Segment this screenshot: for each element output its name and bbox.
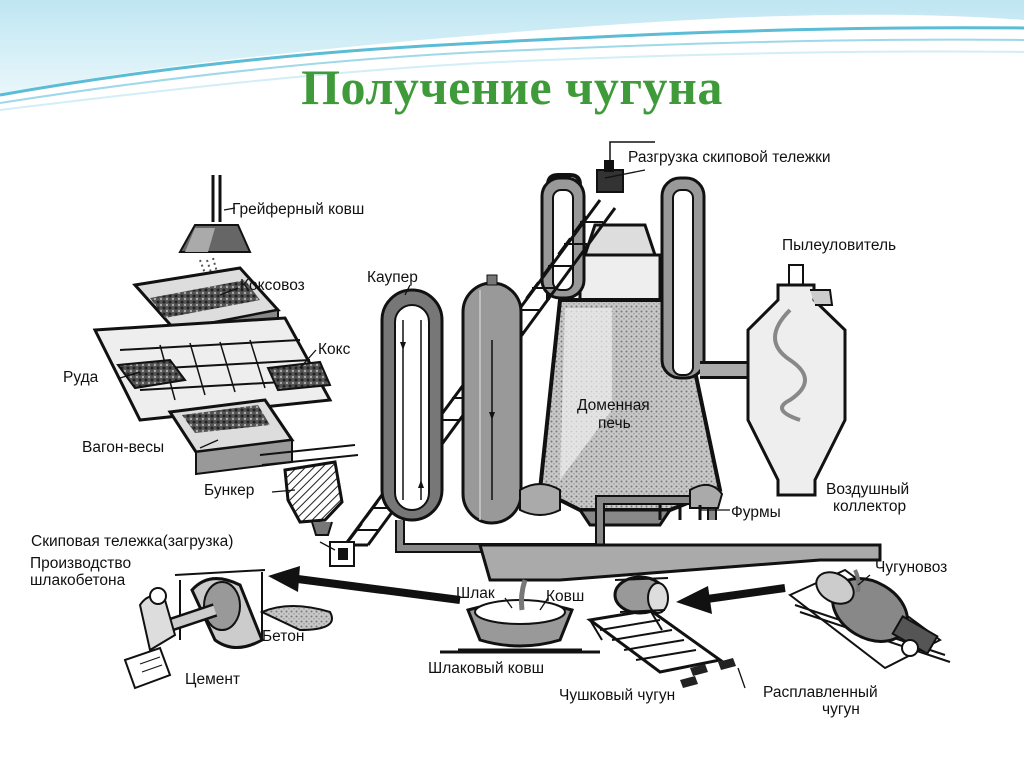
page-title: Получение чугуна <box>301 59 723 115</box>
slag-ladle <box>440 579 600 654</box>
label-molten-iron-line1: Расплавленный <box>763 684 878 701</box>
label-ore: Руда <box>63 369 99 386</box>
label-pig-iron: Чушковый чугун <box>559 687 675 704</box>
leader-lines <box>119 169 871 689</box>
skip-car-bottom <box>329 541 355 567</box>
label-molten-iron-line2: чугун <box>822 701 860 718</box>
label-air-collector-line2: коллектор <box>833 498 906 515</box>
iron-ladle-car <box>788 568 951 670</box>
label-air-collector-line1: Воздушный <box>826 481 909 498</box>
cast-house-floor <box>478 543 882 582</box>
slag-concrete-plant <box>123 569 333 690</box>
label-concrete: Бетон <box>262 628 304 645</box>
label-dust-catcher: Пылеуловитель <box>782 237 896 254</box>
label-skip-unload: Разгрузка скиповой тележки <box>628 149 831 166</box>
flow-arrows <box>268 566 786 614</box>
cowper-stove-left <box>380 288 444 522</box>
label-slag-ladle: Шлаковый ковш <box>428 660 544 677</box>
label-bunker: Бункер <box>204 482 254 499</box>
label-cement: Цемент <box>185 671 240 688</box>
label-slag: Шлак <box>456 585 495 602</box>
label-scale-car: Вагон-весы <box>82 439 164 456</box>
dust-catcher <box>746 264 847 497</box>
label-cowper: Каупер <box>367 269 418 286</box>
cowper-stove-right <box>461 274 523 525</box>
pig-casting-machine <box>586 575 736 688</box>
label-coke: Кокс <box>318 341 351 358</box>
label-slag-concrete-line1: Производство <box>30 555 131 572</box>
label-coke-car: Коксовоз <box>240 277 305 294</box>
bunker <box>259 444 359 536</box>
header-wave <box>0 0 1024 111</box>
label-grab-bucket: Грейферный ковш <box>232 201 364 218</box>
scale-car <box>167 398 295 476</box>
label-skip-load: Скиповая тележка(загрузка) <box>31 533 233 550</box>
label-blast-furnace-line1: Доменная <box>577 397 650 414</box>
label-blast-furnace-line2: печь <box>598 415 631 432</box>
label-slag-concrete-line2: шлакобетона <box>30 572 126 589</box>
ore-bin-rails <box>92 316 333 422</box>
label-tuyeres: Фурмы <box>731 504 781 521</box>
label-ladle: Ковш <box>546 588 584 605</box>
blast-furnace <box>537 173 789 527</box>
label-iron-car: Чугуновоз <box>875 559 947 576</box>
hot-blast-pipes <box>395 483 724 553</box>
